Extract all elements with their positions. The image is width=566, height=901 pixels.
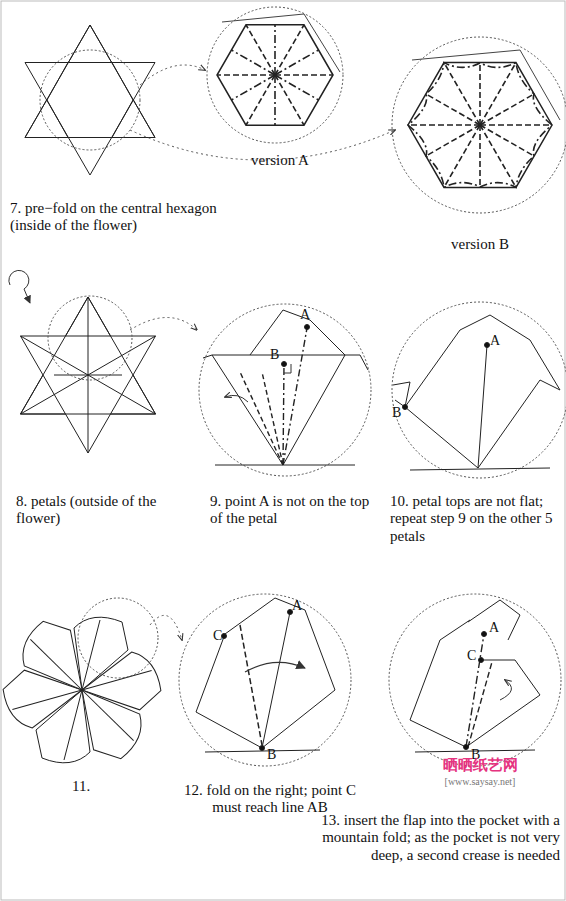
step-caption: 9. point A is not on the top of the peta… xyxy=(210,493,375,528)
step-caption: 7. pre−fold on the central hexagon (insi… xyxy=(10,200,245,235)
step12-petal xyxy=(179,594,351,766)
step10-petal xyxy=(392,302,566,478)
point-label: A xyxy=(490,333,504,349)
step-caption: 8. petals (outside of the flower) xyxy=(16,493,166,528)
dotted-arrows xyxy=(130,65,395,640)
step11-flower xyxy=(0,614,168,766)
version-b xyxy=(392,37,566,213)
petal-crease xyxy=(21,639,91,690)
point-label: B xyxy=(270,347,284,363)
point-label: C xyxy=(467,648,481,664)
point-label: B xyxy=(392,405,406,421)
watermark-url: [www.saysay.net] xyxy=(420,776,540,788)
petal-outline xyxy=(15,614,105,697)
point-label: A xyxy=(292,598,306,614)
flower-petal xyxy=(15,614,105,697)
step7-star xyxy=(25,25,155,175)
point-label: C xyxy=(213,628,227,644)
detail-circle xyxy=(78,598,158,678)
point-label: B xyxy=(267,747,281,763)
turn-over-symbol xyxy=(9,270,30,303)
step-caption: 11. xyxy=(72,778,112,795)
watermark: 晒晒纸艺网 xyxy=(420,757,540,774)
version-label: version B xyxy=(425,236,535,253)
step9-petal xyxy=(199,304,371,476)
point-label: A xyxy=(489,620,503,636)
step13-petal xyxy=(389,594,561,766)
step8-star xyxy=(9,270,156,453)
step-caption: 10. petal tops are not flat; repeat step… xyxy=(390,493,562,545)
version-a xyxy=(207,7,343,143)
point-label: A xyxy=(300,307,314,323)
step-caption: 12. fold on the right; point C must reac… xyxy=(170,782,370,817)
version-label: version A xyxy=(240,152,320,169)
step-caption: 13. insert the flap into the pocket with… xyxy=(318,812,560,864)
